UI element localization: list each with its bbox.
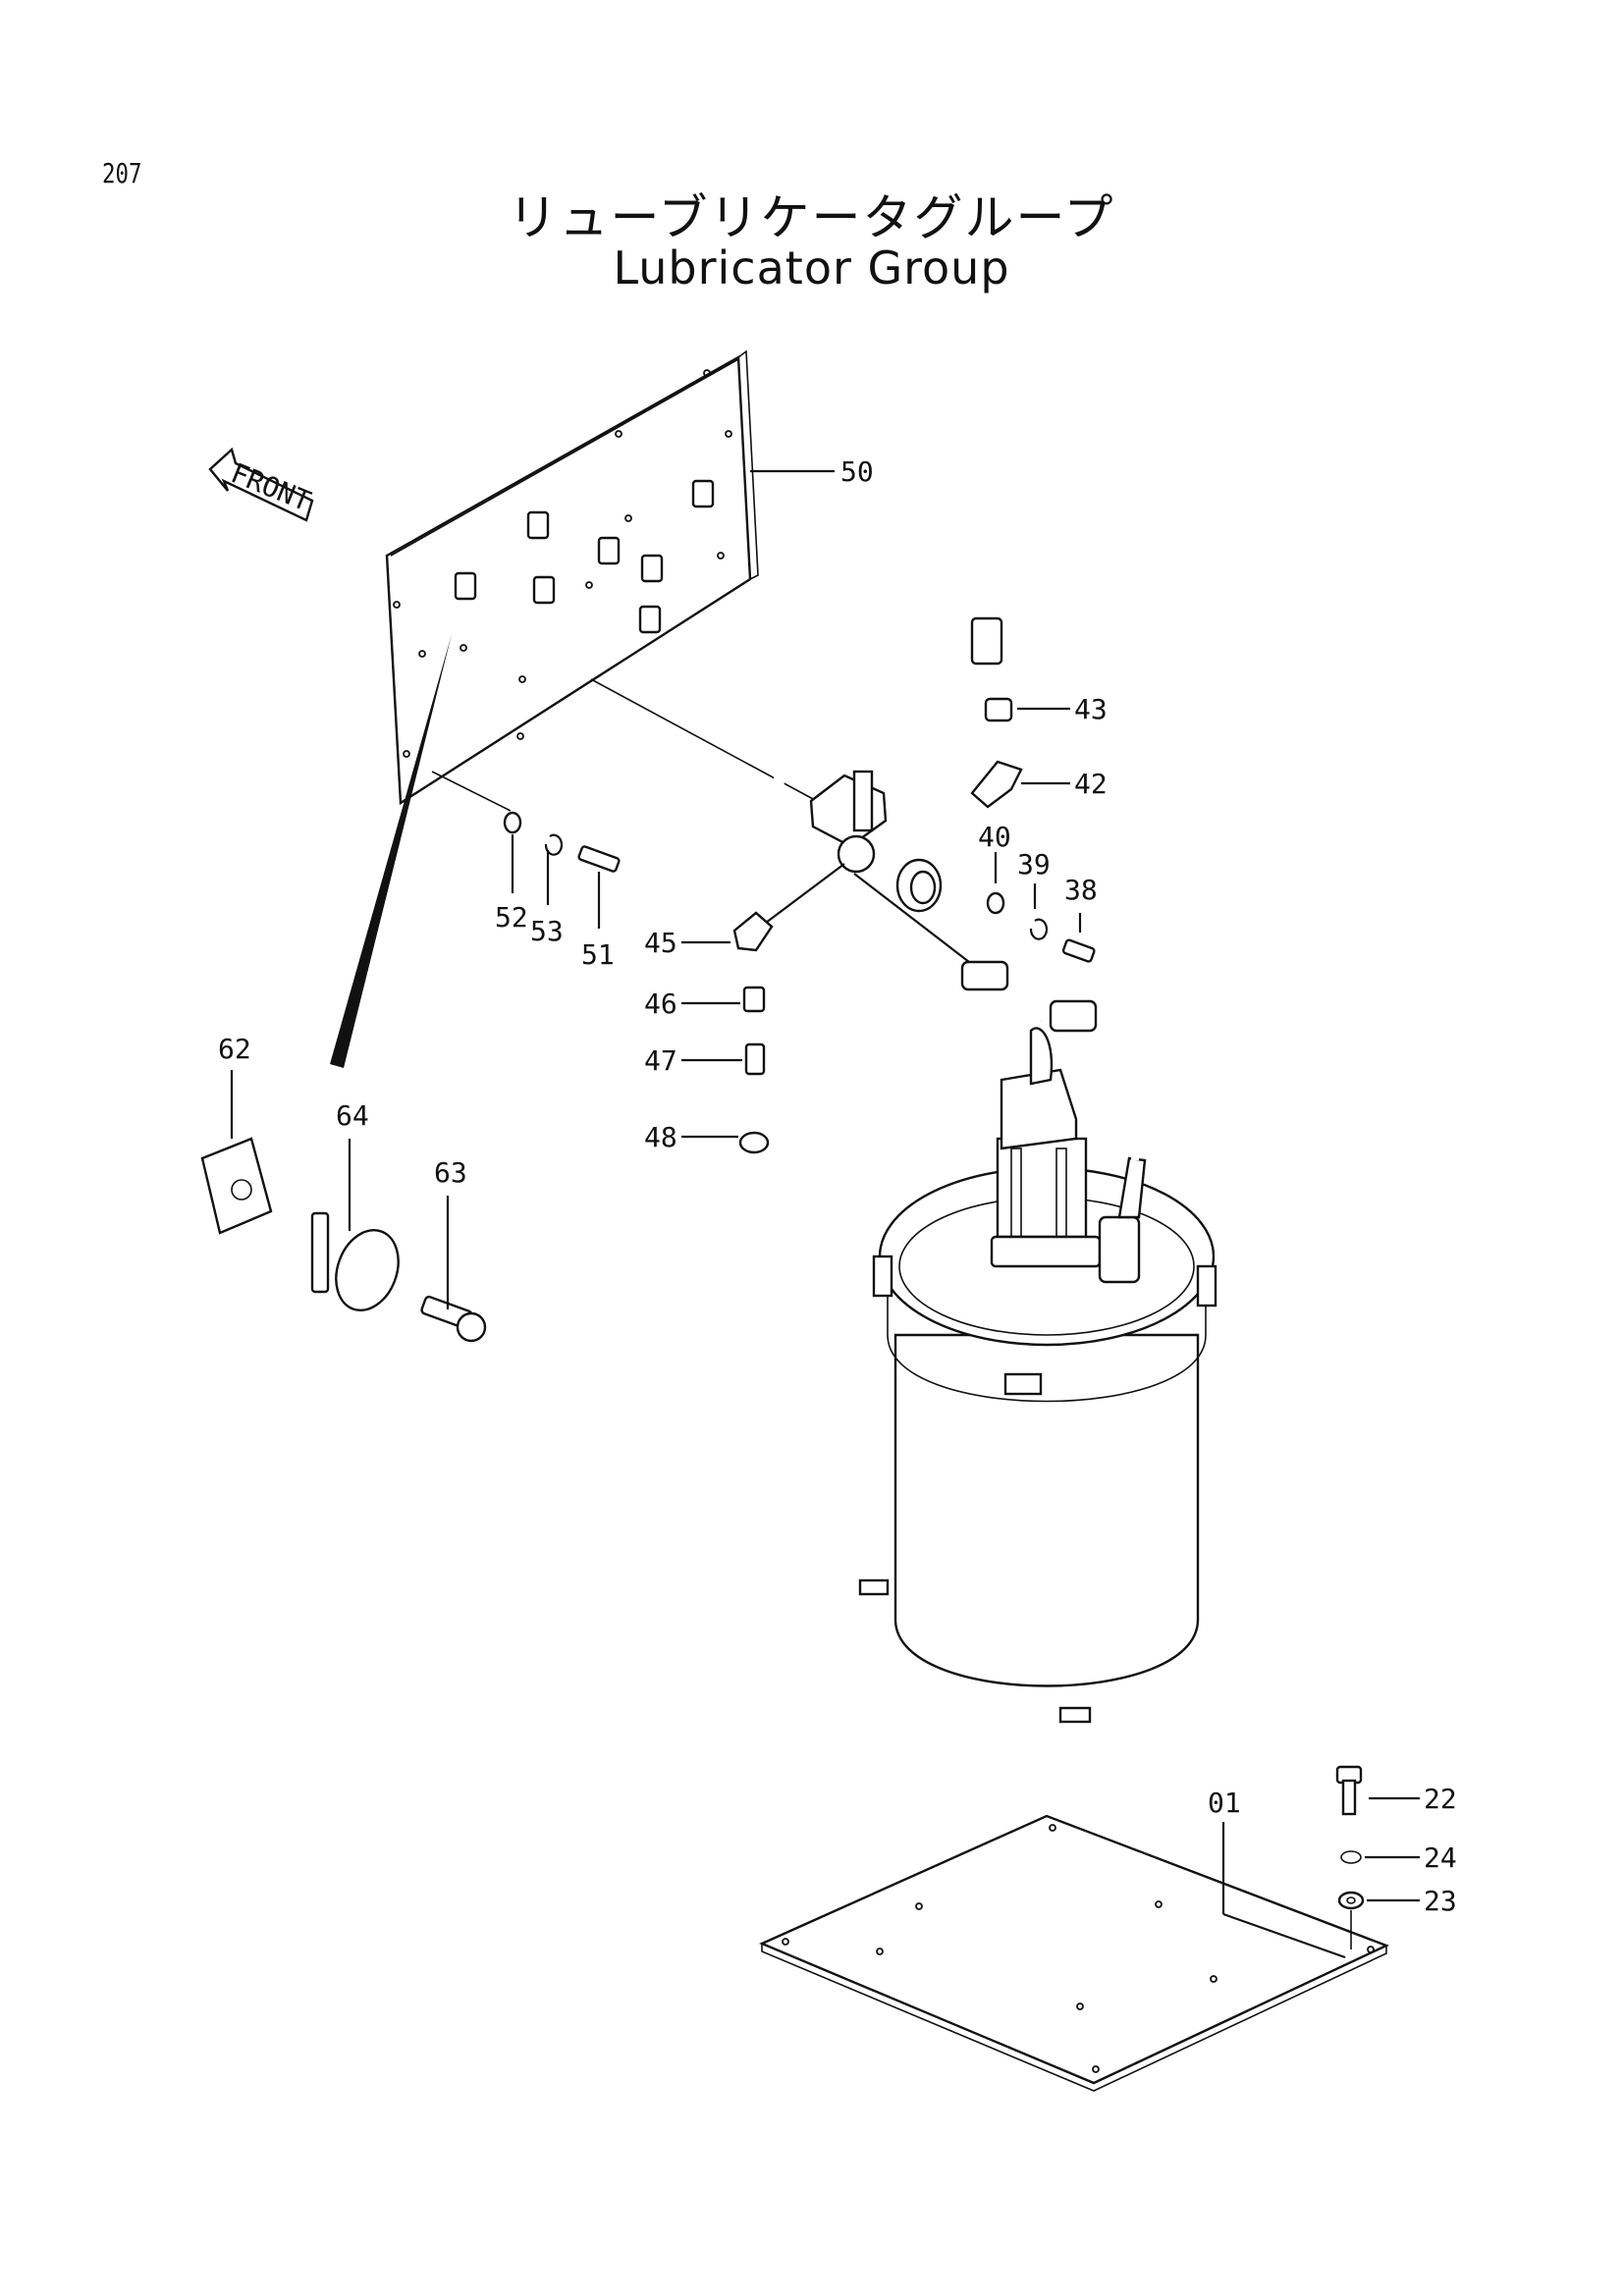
callout-62: 62 — [218, 1033, 251, 1065]
front-arrow-icon: FRONT — [208, 447, 316, 522]
callout-47: 47 — [644, 1044, 677, 1077]
title-japanese: リューブリケータグループ — [508, 189, 1115, 246]
callout-39: 39 — [1017, 848, 1051, 881]
callout-45: 45 — [644, 927, 677, 959]
callout-63: 63 — [434, 1156, 467, 1189]
title-english: Lubricator Group — [613, 241, 1010, 294]
callout-23: 23 — [1424, 1885, 1457, 1917]
callout-52: 52 — [495, 901, 528, 934]
callout-64: 64 — [336, 1099, 369, 1132]
callout-42: 42 — [1074, 768, 1108, 800]
callout-50: 50 — [840, 455, 874, 488]
callout-24: 24 — [1424, 1842, 1457, 1874]
callout-38: 38 — [1064, 874, 1098, 906]
part-42 — [970, 760, 1023, 809]
part-62 — [200, 1137, 273, 1235]
callout-51: 51 — [581, 938, 615, 971]
callout-01: 01 — [1208, 1787, 1241, 1819]
front-label: FRONT — [227, 456, 316, 517]
mounting-panel — [385, 349, 759, 806]
callout-48: 48 — [644, 1121, 677, 1153]
part-64 — [335, 1229, 400, 1311]
callout-22: 22 — [1424, 1783, 1457, 1815]
base-plate — [758, 1814, 1390, 2092]
callout-43: 43 — [1074, 693, 1108, 725]
part-43 — [984, 697, 1013, 722]
lubricator-tank — [858, 960, 1217, 1724]
valve-assembly — [765, 770, 983, 973]
page-number: 207 — [102, 157, 142, 189]
detail-wedge — [330, 634, 452, 1068]
callout-53: 53 — [530, 915, 564, 947]
callout-40: 40 — [978, 821, 1011, 853]
callout-46: 46 — [644, 988, 677, 1020]
